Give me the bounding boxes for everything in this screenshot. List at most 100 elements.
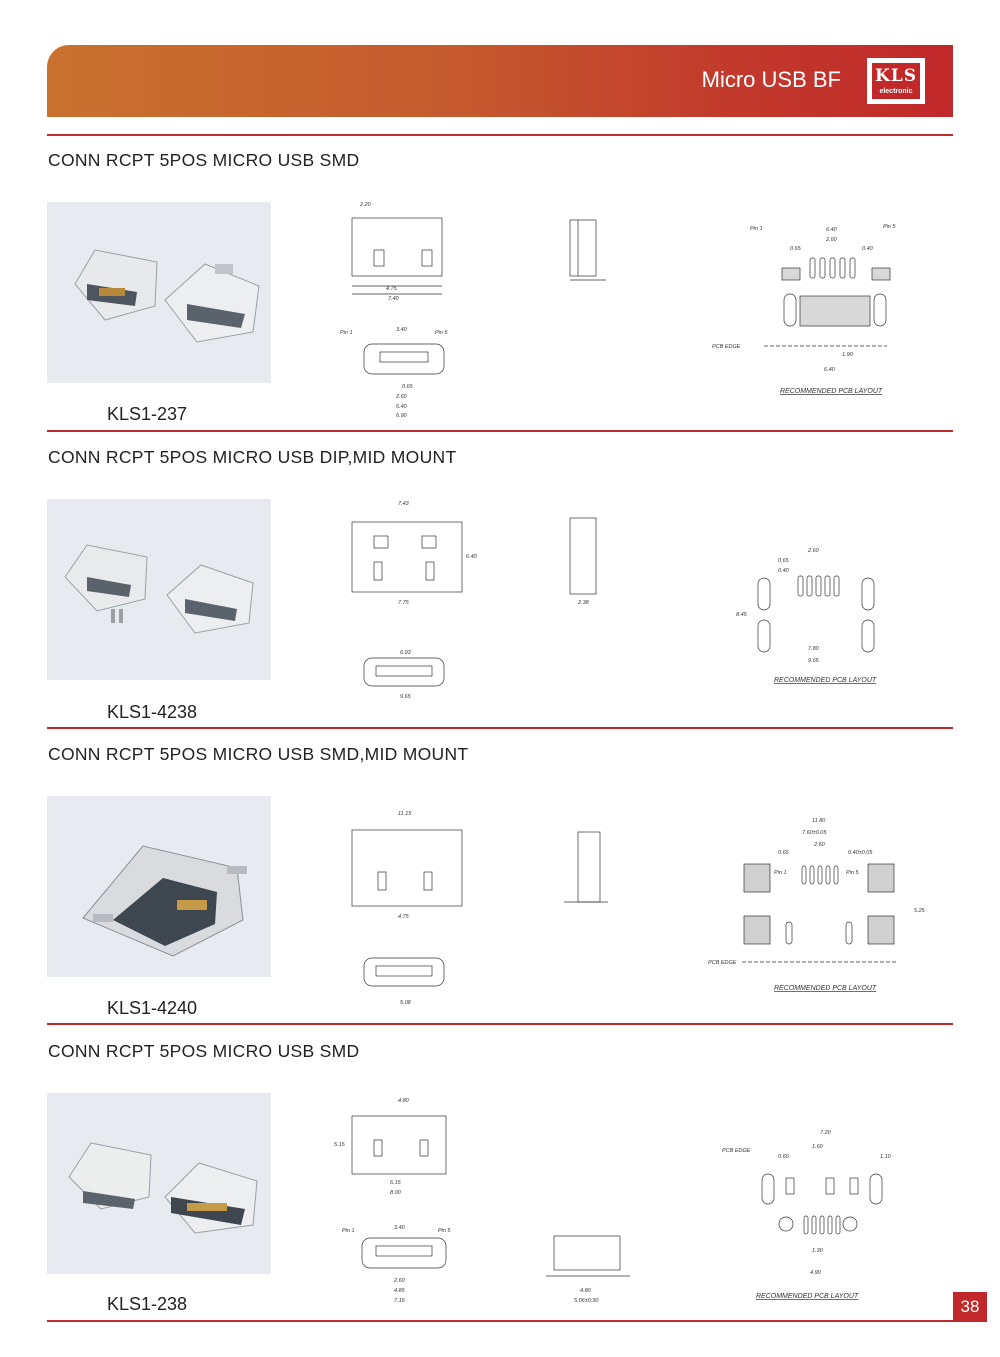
section-divider <box>47 134 953 136</box>
dim-label: 4.75 <box>398 914 410 920</box>
pcb-layout-drawing: 2.60 0.65 0.40 8.45 7.80 9.65 RECOMMENDE… <box>728 540 928 688</box>
product-photo <box>47 202 271 383</box>
pin1-label: Pin 1 <box>774 870 787 876</box>
dim-label: 7.60±0.05 <box>802 830 827 836</box>
pcb-layout-drawing: 7.20 PCB EDGE 1.60 0.60 1.10 1.30 4.90 R… <box>716 1124 931 1304</box>
product-photo <box>47 796 271 977</box>
pin5-label: Pin 5 <box>438 1228 451 1234</box>
dim-label: 6.40 <box>824 367 836 373</box>
dim-label: 2.60 <box>813 842 826 848</box>
dim-label: 4.75 <box>386 286 398 292</box>
front-view-drawing: Pin 1 Pin 5 3.40 0.65 2.60 6.40 6.90 <box>330 322 480 422</box>
pcb-layout-drawing: Pin 1 Pin 5 6.40 2.60 0.65 0.40 PCB EDGE… <box>712 216 937 396</box>
dim-label: 4.90 <box>810 1270 822 1276</box>
connector-image <box>82 845 247 957</box>
dim-label: 2.60 <box>807 548 820 554</box>
dim-label: 4.80 <box>580 1288 592 1294</box>
dim-label: 9.65 <box>808 658 820 664</box>
section-divider <box>47 1023 953 1025</box>
layout-caption: RECOMMENDED PCB LAYOUT <box>774 677 877 684</box>
dim-label: 6.40 <box>396 404 408 410</box>
dim-label: 8.45 <box>736 612 748 618</box>
dim-label: 8.00 <box>390 1190 402 1196</box>
section-title: CONN RCPT 5POS MICRO USB DIP,MID MOUNT <box>48 447 457 467</box>
pin1-label: Pin 1 <box>750 226 763 232</box>
side-view-drawing: 2.38 <box>560 510 610 610</box>
logo-text: KLS <box>874 66 917 86</box>
header-banner: Micro USB BF KLS electronic <box>47 45 953 117</box>
dim-label: 5.15 <box>334 1142 346 1148</box>
dim-label: 5.06±0.30 <box>574 1298 599 1304</box>
pin1-label: Pin 1 <box>340 330 353 336</box>
connector-image-left <box>64 544 148 623</box>
section-title: CONN RCPT 5POS MICRO USB SMD <box>48 1041 360 1061</box>
layout-caption: RECOMMENDED PCB LAYOUT <box>780 388 883 395</box>
dim-label: 2.60 <box>825 237 838 243</box>
layout-caption: RECOMMENDED PCB LAYOUT <box>774 985 877 992</box>
side-view-drawing <box>556 826 616 916</box>
dim-label: 9.65 <box>400 694 412 700</box>
dim-label: 2.60 <box>393 1278 406 1284</box>
dim-label: 1.90 <box>842 352 854 358</box>
connector-image-left <box>68 1142 152 1210</box>
dim-label: 1.10 <box>880 1154 892 1160</box>
dim-label: 2.60 <box>395 394 408 400</box>
dim-label: 0.40 <box>862 246 874 252</box>
connector-image-left <box>74 249 158 321</box>
connector-image-right <box>164 1162 258 1234</box>
dim-label: 2.38 <box>577 600 590 606</box>
part-number: KLS1-238 <box>107 1294 188 1314</box>
dim-label: 3.40 <box>396 327 408 333</box>
top-view-drawing: 11.15 4.75 <box>330 806 480 924</box>
pcb-edge-label: PCB EDGE <box>722 1148 751 1154</box>
dim-label: 2.20 <box>359 202 372 208</box>
dim-label: 1.60 <box>812 1144 824 1150</box>
top-view-drawing: 4.80 5.15 6.15 8.00 <box>330 1094 480 1200</box>
front-view-drawing: 5.08 <box>330 940 480 1010</box>
side-view-drawing <box>560 212 620 292</box>
top-view-drawing: 7.43 7.75 6.40 <box>330 496 480 611</box>
dim-label: 7.40 <box>388 296 400 302</box>
product-photo <box>47 1093 271 1274</box>
pin5-label: Pin 5 <box>883 224 896 230</box>
pcb-edge-label: PCB EDGE <box>712 344 741 350</box>
layout-caption: RECOMMENDED PCB LAYOUT <box>756 1293 859 1300</box>
pin5-label: Pin 5 <box>846 870 859 876</box>
side-view-drawing: 4.80 5.06±0.30 <box>540 1226 640 1310</box>
dim-label: 0.60 <box>778 1154 790 1160</box>
section-title: CONN RCPT 5POS MICRO USB SMD,MID MOUNT <box>48 744 469 764</box>
dim-label: 6.40 <box>826 227 838 233</box>
dim-label: 4.80 <box>398 1098 410 1104</box>
dim-label: 11.15 <box>398 811 412 817</box>
dim-label: 0.40 <box>778 568 790 574</box>
connector-image-right <box>164 263 260 343</box>
part-number: KLS1-4240 <box>107 998 198 1018</box>
dim-label: 4.85 <box>394 1288 406 1294</box>
section-divider <box>47 727 953 729</box>
logo-subtext: electronic <box>879 88 913 95</box>
dim-label: 7.80 <box>808 646 820 652</box>
pin1-label: Pin 1 <box>342 1228 355 1234</box>
section-divider <box>47 430 953 432</box>
dim-label: 7.75 <box>398 600 410 606</box>
catalog-title: Micro USB BF <box>701 67 841 92</box>
dim-label: 3.40 <box>394 1225 406 1231</box>
dim-label: 5.25 <box>914 908 926 914</box>
top-view-drawing: 4.75 7.40 2.20 <box>330 196 480 306</box>
dim-label: 6.93 <box>400 650 412 656</box>
pcb-edge-label: PCB EDGE <box>708 960 737 966</box>
page-number: 38 <box>953 1292 987 1322</box>
front-view-drawing: 6.93 9.65 <box>330 638 480 703</box>
dim-label: 0.65 <box>790 246 802 252</box>
pin5-label: Pin 5 <box>435 330 448 336</box>
dim-label: 1.30 <box>812 1248 824 1254</box>
dim-label: 7.43 <box>398 501 410 507</box>
part-number: KLS1-4238 <box>107 702 198 722</box>
dim-label: 6.90 <box>396 413 408 419</box>
pcb-layout-drawing: 11.80 7.60±0.05 2.60 0.65 0.40±0.05 Pin … <box>702 812 937 996</box>
dim-label: 0.65 <box>778 558 790 564</box>
front-view-drawing: Pin 1 Pin 5 3.40 2.60 4.85 7.15 <box>330 1214 480 1306</box>
product-photo <box>47 499 271 680</box>
dim-label: 7.20 <box>820 1130 832 1136</box>
dim-label: 7.15 <box>394 1298 406 1304</box>
